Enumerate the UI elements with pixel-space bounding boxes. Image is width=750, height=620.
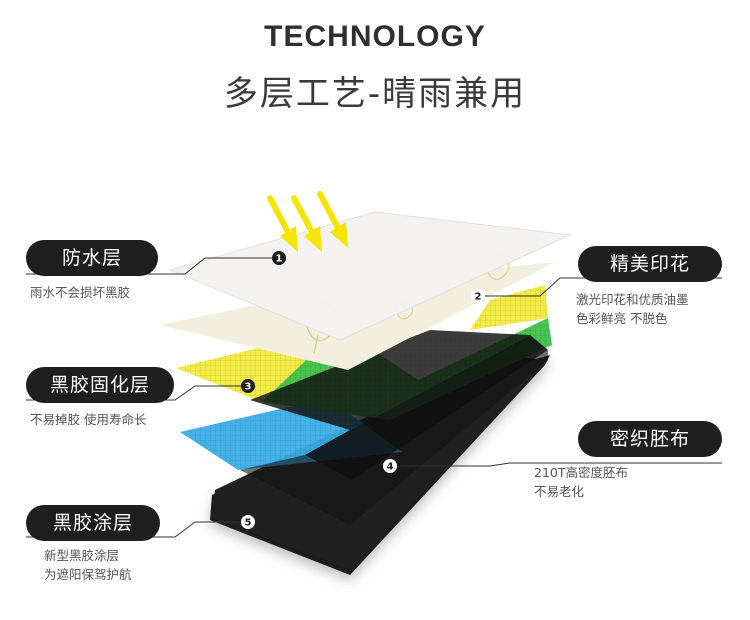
tag-waterproof: 防水层 xyxy=(26,240,158,276)
desc-fine-print: 激光印花和优质油墨 色彩鲜亮 不脱色 xyxy=(576,290,689,328)
desc-waterproof: 雨水不会损坏黑胶 xyxy=(30,283,130,302)
marker-1: 1 xyxy=(272,251,286,265)
svg-text:4: 4 xyxy=(387,462,394,473)
desc-line: 为遮阳保驾护航 xyxy=(44,567,132,582)
svg-text:2: 2 xyxy=(475,292,482,303)
marker-5: 5 xyxy=(241,515,255,529)
desc-line: 不易老化 xyxy=(534,484,585,499)
title-cn: 多层工艺-晴雨兼用 xyxy=(223,74,527,114)
svg-text:3: 3 xyxy=(245,382,252,393)
arrow-icon xyxy=(267,195,298,252)
tag-cured-layer: 黑胶固化层 xyxy=(26,367,174,403)
desc-line: 新型黑胶涂层 xyxy=(44,548,120,563)
desc-line: 不易掉胶 使用寿命长 xyxy=(30,412,147,427)
marker-3: 3 xyxy=(241,379,255,393)
desc-line: 色彩鲜亮 不脱色 xyxy=(576,311,668,326)
arrow-icon xyxy=(291,195,322,252)
marker-4: 4 xyxy=(383,459,397,473)
tag-black-coating: 黑胶涂层 xyxy=(26,505,160,541)
layer-4-woven-fabric xyxy=(240,330,548,525)
arrow-icon xyxy=(317,191,348,248)
desc-line: 210T高密度胚布 xyxy=(534,465,628,480)
desc-line: 雨水不会损坏黑胶 xyxy=(30,285,131,300)
title-en: TECHNOLOGY xyxy=(264,20,486,53)
desc-cured-layer: 不易掉胶 使用寿命长 xyxy=(30,410,146,429)
desc-line: 激光印花和优质油墨 xyxy=(576,292,689,307)
tag-woven-fabric: 密织胚布 xyxy=(578,421,722,457)
marker-2: 2 xyxy=(471,289,485,303)
svg-text:1: 1 xyxy=(276,254,283,265)
layer-1-waterproof xyxy=(168,211,572,341)
desc-black-coating: 新型黑胶涂层 为遮阳保驾护航 xyxy=(44,546,132,584)
sunlight-arrows xyxy=(267,191,348,252)
tag-fine-print: 精美印花 xyxy=(578,246,722,282)
svg-text:5: 5 xyxy=(245,518,252,529)
desc-woven-fabric: 210T高密度胚布 不易老化 xyxy=(534,463,628,501)
